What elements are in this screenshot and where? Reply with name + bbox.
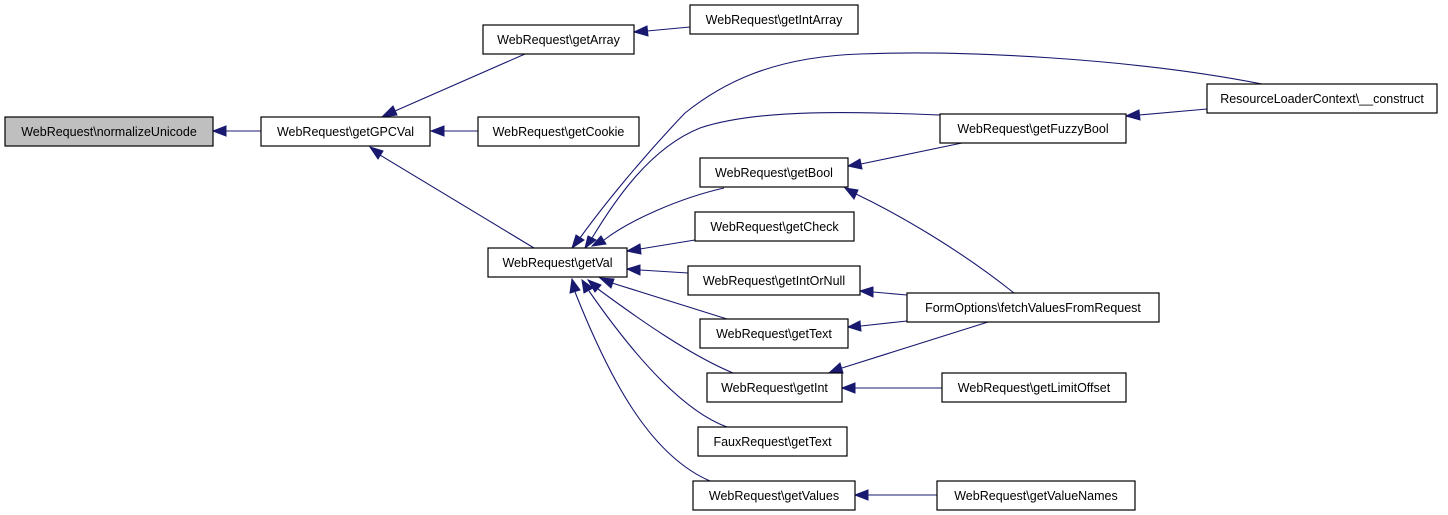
node-getIntArray[interactable]: WebRequest\getIntArray [689, 4, 859, 35]
edge-getIntOrNull-to-getVal [625, 264, 689, 276]
node-label: WebRequest\getCookie [493, 125, 625, 139]
node-getGPCVal[interactable]: WebRequest\getGPCVal [260, 116, 431, 147]
node-label: WebRequest\getGPCVal [277, 125, 414, 139]
edge-ResourceLoaderContext-to-getFuzzyBool [1124, 108, 1208, 121]
node-getText[interactable]: WebRequest\getText [699, 318, 849, 349]
edge-getCheck-to-getVal [625, 239, 696, 255]
node-label: WebRequest\getValueNames [954, 489, 1118, 503]
node-getBool[interactable]: WebRequest\getBool [699, 157, 849, 188]
edge-getCookie-to-getGPCVal [429, 125, 478, 137]
edge-getArray-to-getGPCVal [380, 53, 526, 118]
node-label: FormOptions\fetchValuesFromRequest [925, 301, 1141, 315]
node-getCookie[interactable]: WebRequest\getCookie [477, 116, 640, 147]
node-label: WebRequest\getInt [721, 381, 828, 395]
edge-fauxGetText-to-getVal [581, 278, 728, 428]
edge-getInt-to-getVal [586, 279, 734, 374]
node-label: FauxRequest\getText [713, 435, 832, 449]
edge-getValueNames-to-getValues [853, 489, 937, 501]
node-getFuzzyBool[interactable]: WebRequest\getFuzzyBool [939, 113, 1127, 144]
node-getValueNames[interactable]: WebRequest\getValueNames [936, 480, 1136, 511]
edge-getText-to-getVal [598, 277, 728, 320]
node-getValues[interactable]: WebRequest\getValues [692, 480, 856, 511]
node-getArray[interactable]: WebRequest\getArray [482, 24, 635, 55]
edge-getValues-to-getVal [569, 277, 711, 482]
node-label: WebRequest\getValues [709, 489, 839, 503]
node-label: WebRequest\getFuzzyBool [957, 122, 1108, 136]
node-label: WebRequest\getIntArray [706, 13, 843, 27]
node-label: WebRequest\getBool [715, 166, 833, 180]
node-getInt[interactable]: WebRequest\getInt [706, 372, 843, 403]
node-fauxRequest-getText[interactable]: FauxRequest\getText [697, 426, 848, 457]
edge-getFuzzyBool-to-getBool [846, 142, 963, 170]
edge-getBool-to-getVal [590, 187, 725, 247]
node-fetchValuesFromRequest[interactable]: FormOptions\fetchValuesFromRequest [906, 292, 1160, 323]
edge-getFuzzyBool-to-getVal [584, 111, 941, 250]
node-getVal[interactable]: WebRequest\getVal [487, 247, 628, 278]
edge-fetchValuesFromRequest-to-getIntOrNull [858, 286, 908, 298]
node-label: WebRequest\getIntOrNull [703, 274, 845, 288]
node-label: WebRequest\getLimitOffset [958, 381, 1111, 395]
node-getCheck[interactable]: WebRequest\getCheck [694, 211, 855, 242]
node-label: WebRequest\getVal [502, 256, 612, 270]
edge-fetchValuesFromRequest-to-getBool [843, 187, 1015, 294]
edges-layer [211, 25, 1263, 501]
node-label: WebRequest\getText [716, 327, 832, 341]
edge-getGPCVal-to-normalizeUnicode [211, 125, 261, 137]
nodes-layer: WebRequest\normalizeUnicode WebRequest\g… [4, 4, 1438, 511]
node-label: WebRequest\normalizeUnicode [21, 125, 197, 139]
edge-getLimitOffset-to-getInt [840, 382, 942, 394]
node-label: WebRequest\getArray [497, 33, 620, 47]
edge-fetchValuesFromRequest-to-getText [846, 320, 908, 332]
edge-getIntArray-to-getArray [632, 25, 691, 37]
node-normalizeUnicode[interactable]: WebRequest\normalizeUnicode [4, 116, 214, 147]
edge-fetchValuesFromRequest-to-getInt [827, 321, 989, 374]
node-label: ResourceLoaderContext\__construct [1220, 92, 1424, 106]
node-getIntOrNull[interactable]: WebRequest\getIntOrNull [687, 265, 861, 296]
edge-ResourceLoaderContext-to-getVal [571, 52, 1263, 250]
node-ResourceLoaderContext-construct[interactable]: ResourceLoaderContext\__construct [1206, 83, 1438, 114]
node-label: WebRequest\getCheck [710, 220, 839, 234]
node-getLimitOffset[interactable]: WebRequest\getLimitOffset [941, 372, 1127, 403]
edge-getVal-to-getGPCVal [368, 146, 535, 249]
